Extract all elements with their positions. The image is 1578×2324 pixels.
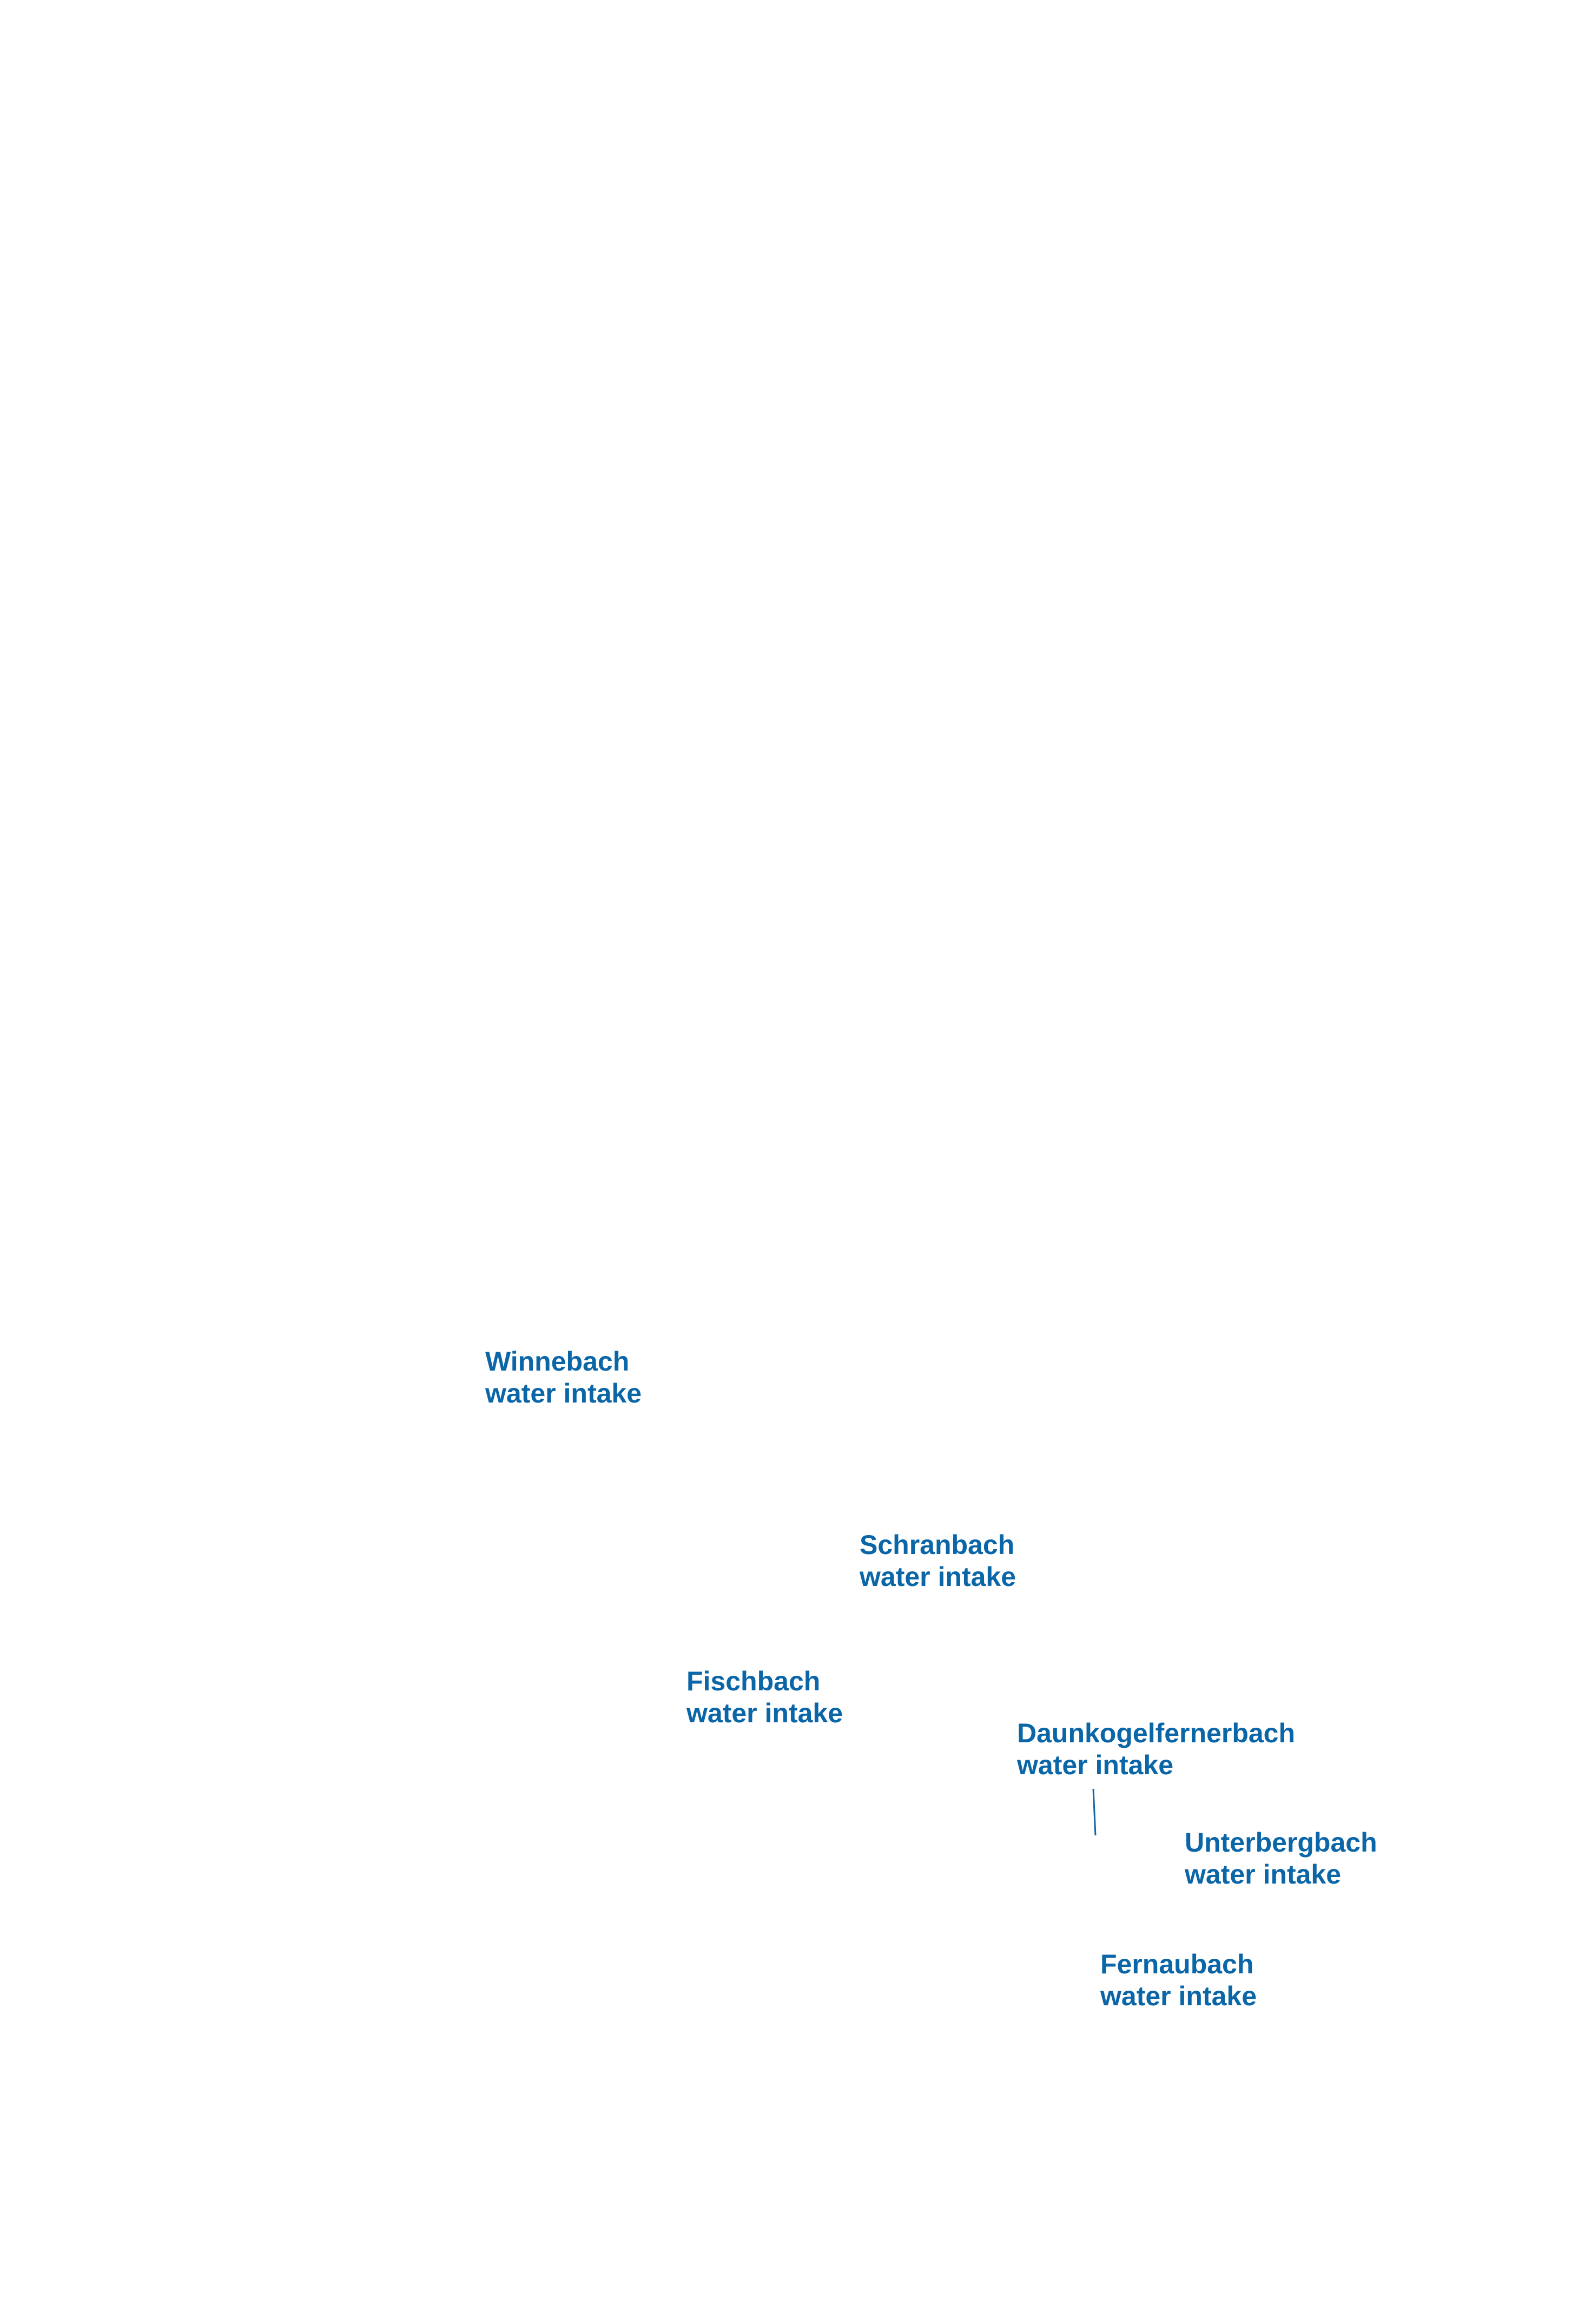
intake-name: Daunkogelfernerbach xyxy=(1017,1718,1296,1748)
intake-name: Winnebach xyxy=(485,1346,630,1377)
fernaubach-intake-label: Fernaubach water intake xyxy=(1100,1948,1257,2012)
intake-type: water intake xyxy=(686,1698,843,1728)
fischbach-intake-label: Fischbach water intake xyxy=(686,1665,843,1729)
intake-type: water intake xyxy=(1017,1750,1174,1780)
intake-type: water intake xyxy=(1100,1981,1257,2011)
winnebach-intake-label: Winnebach water intake xyxy=(485,1346,642,1410)
unterbergbach-intake-label: Unterbergbach water intake xyxy=(1185,1827,1377,1891)
schranbach-intake-label: Schranbach water intake xyxy=(860,1529,1016,1593)
daunkogelfernerbach-leader-line xyxy=(1092,1788,1097,1836)
intake-type: water intake xyxy=(860,1562,1016,1592)
intake-name: Fischbach xyxy=(686,1666,821,1696)
daunkogelfernerbach-intake-label: Daunkogelfernerbach water intake xyxy=(1017,1717,1295,1781)
intake-type: water intake xyxy=(485,1378,642,1408)
intake-name: Schranbach xyxy=(860,1530,1015,1560)
intake-name: Unterbergbach xyxy=(1185,1827,1377,1858)
intake-type: water intake xyxy=(1185,1859,1342,1890)
intake-name: Fernaubach xyxy=(1100,1949,1254,1979)
